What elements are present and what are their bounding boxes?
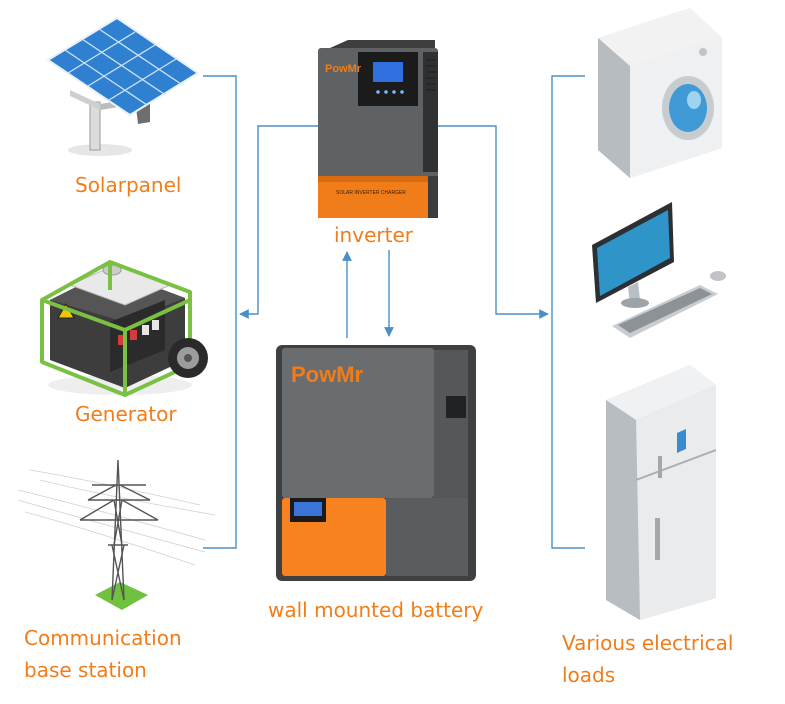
generator-illustration: [40, 260, 208, 397]
computer-illustration: [592, 202, 726, 338]
loads-label-line1: Various electrical: [562, 631, 734, 655]
inverter-logo: PowMr: [325, 63, 362, 75]
communication-label-line1: Communication: [24, 626, 182, 650]
generator-label: Generator: [75, 402, 177, 426]
connector-lines: [203, 75, 585, 549]
solar-panel-illustration: [46, 16, 200, 156]
wall-battery-illustration: [276, 345, 476, 581]
inverter-panel-text: SOLAR INVERTER CHARGER: [336, 190, 406, 196]
solarpanel-label: Solarpanel: [75, 173, 182, 197]
right-bracket: [551, 75, 585, 549]
communication-label-line2: base station: [24, 658, 147, 682]
inverter-to-loads-arrow: [438, 125, 549, 319]
inverter-illustration: [318, 40, 438, 218]
washing-machine-illustration: [598, 8, 722, 178]
inverter-to-sources-arrow: [239, 125, 318, 319]
left-bracket: [203, 75, 237, 549]
refrigerator-illustration: [606, 365, 717, 620]
inverter-label: inverter: [334, 223, 413, 247]
battery-label: wall mounted battery: [268, 598, 484, 622]
battery-logo: PowMr: [291, 362, 364, 387]
loads-label-line2: loads: [562, 663, 616, 687]
power-tower-illustration: [17, 459, 216, 610]
